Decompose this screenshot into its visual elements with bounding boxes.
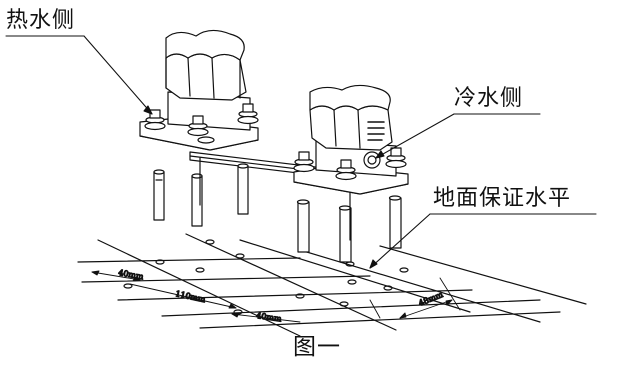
dimension-110mm: 110mm — [175, 289, 207, 304]
hot-side-label: 热水侧 — [6, 8, 76, 33]
cold-side-label: 冷水侧 — [454, 86, 524, 111]
figure-caption: 图一 — [293, 334, 341, 360]
ground-plane — [77, 233, 587, 337]
dimension-40mm-bottom: 40mm — [256, 311, 283, 323]
ground-level-label: 地面保证水平 — [433, 186, 572, 211]
dimension-40mm-left: 40mm — [118, 268, 145, 281]
dimension-lines — [91, 270, 461, 323]
cold-side-unit — [293, 84, 409, 263]
leader-lines — [5, 35, 597, 269]
hot-side-unit — [139, 29, 259, 227]
